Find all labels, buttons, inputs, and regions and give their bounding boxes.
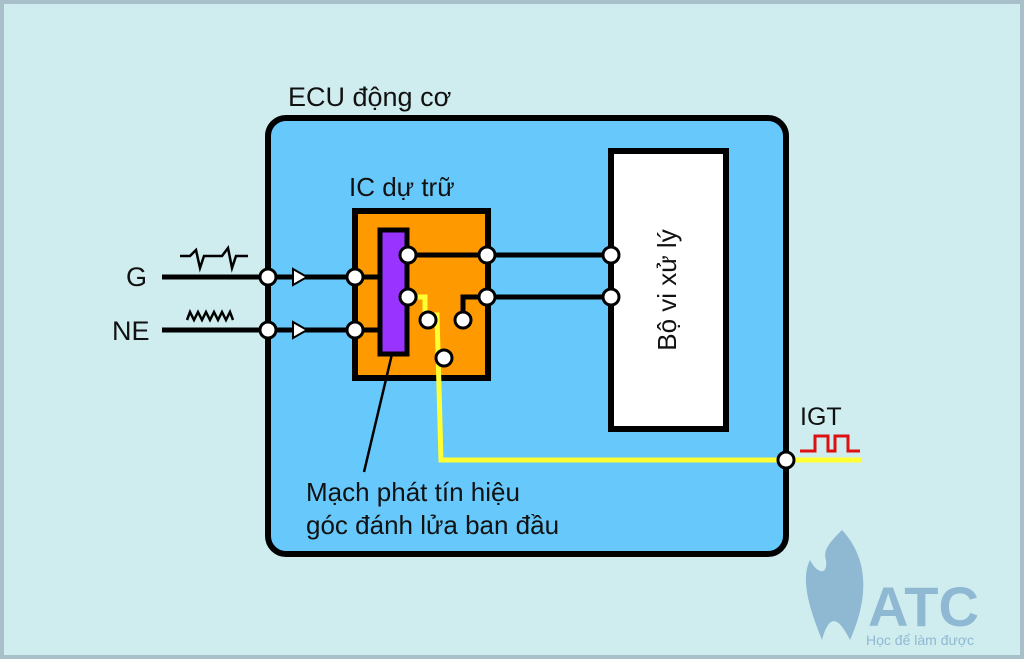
processor-in-2-terminal	[601, 287, 621, 307]
terminals	[258, 245, 796, 470]
g-signal-waveform-icon	[180, 245, 248, 273]
switch-terminal-b	[453, 310, 473, 330]
g-ecu-terminal	[258, 267, 278, 287]
ne-input-arrow-icon	[292, 320, 310, 340]
ne-ic-terminal	[345, 320, 365, 340]
annotation-pointer	[362, 353, 394, 473]
microprocessor-label: Bộ vi xử lý	[652, 229, 682, 350]
ic-label: IC dự trữ	[349, 172, 455, 202]
igt-output-label: IGT	[800, 403, 842, 431]
igt-pulse-waveform-icon	[800, 434, 860, 453]
microprocessor-box	[608, 148, 729, 432]
ne-signal-waveform-icon	[185, 308, 235, 323]
circuit-out-2-terminal	[398, 287, 418, 307]
ecu-label: ECU động cơ	[288, 82, 451, 112]
logo-flame-icon	[805, 530, 864, 640]
circuit-out-1-terminal	[398, 245, 418, 265]
ne-ecu-terminal	[258, 320, 278, 340]
g-input-label: G	[126, 262, 147, 292]
switch-terminal-a	[418, 310, 438, 330]
g-input-arrow-icon	[292, 267, 310, 287]
g-ic-terminal	[345, 267, 365, 287]
logo-brand: ATC	[868, 575, 979, 638]
processor-in-1-terminal	[601, 245, 621, 265]
switch-common-terminal	[434, 348, 454, 368]
annotation-line-2: góc đánh lửa ban đầu	[306, 510, 559, 540]
ne-input-label: NE	[112, 316, 150, 346]
annotation-line-1: Mạch phát tín hiệu	[306, 477, 520, 507]
igt-ecu-terminal	[776, 450, 796, 470]
logo-tagline: Học để làm được	[866, 632, 974, 648]
ic-out-2-terminal	[477, 287, 497, 307]
atc-logo: ATC Học để làm được	[805, 530, 979, 648]
ic-out-1-terminal	[477, 245, 497, 265]
